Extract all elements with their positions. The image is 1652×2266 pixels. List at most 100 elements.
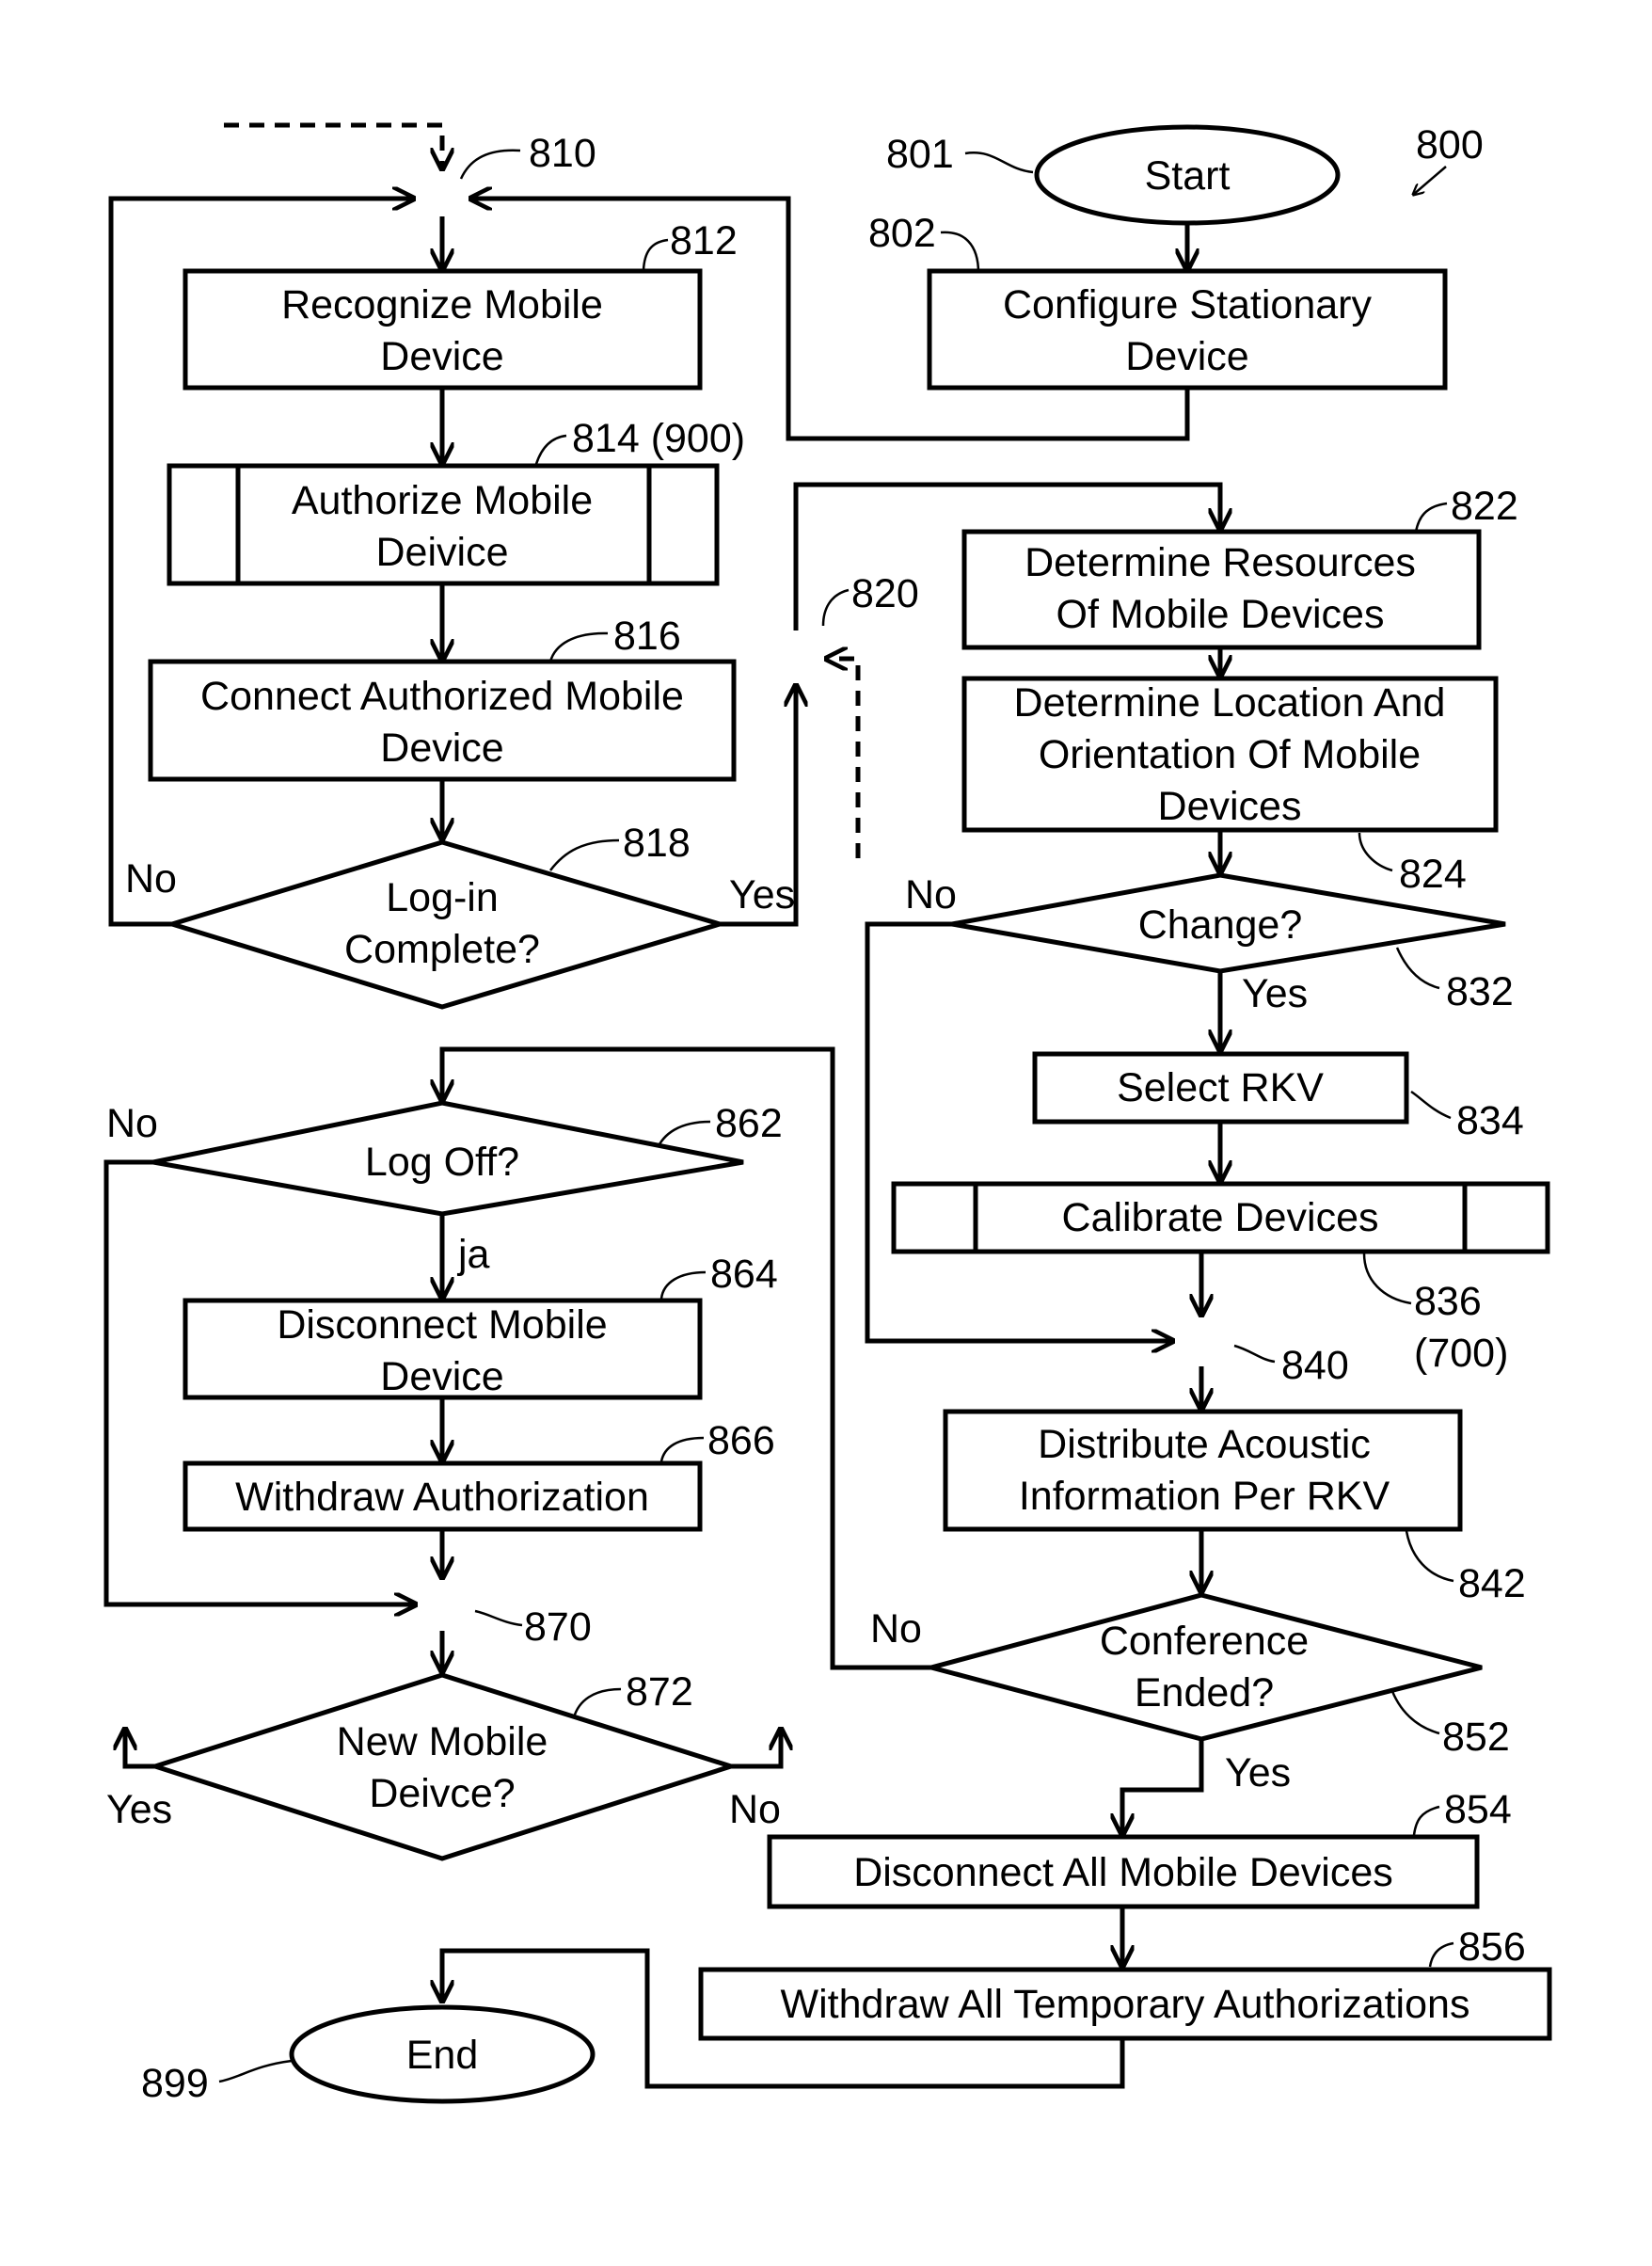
change-yes-label: Yes [1242,971,1308,1016]
ref-820: 820 [851,571,919,616]
conference-label-line-2: Ended? [1135,1670,1274,1715]
leader-872 [574,1689,621,1717]
leader-802 [941,232,978,273]
disconnect-all-label: Disconnect All Mobile Devices [853,1850,1393,1895]
leader-832 [1397,948,1439,988]
conference-yes-label: Yes [1225,1750,1291,1795]
leader-822 [1416,503,1447,532]
end-label: End [406,2033,479,2078]
calibrate-label: Calibrate Devices [1062,1195,1379,1240]
connector-dashed-into-820 [826,659,858,858]
start-label: Start [1145,153,1231,199]
authorize-label-line-2: Deivice [376,530,509,575]
leader-840 [1234,1346,1275,1362]
location-label-line-1: Determine Location And [1014,680,1446,726]
ref-836: 836 [1414,1279,1482,1324]
location-label-line-2: Orientation Of Mobile [1039,732,1421,777]
ref-866: 866 [707,1418,775,1463]
ref-864: 864 [710,1252,778,1297]
leader-814 [536,436,566,464]
ref-834: 834 [1456,1098,1524,1143]
leader-852 [1390,1686,1439,1733]
configure-label-line-2: Device [1125,334,1248,379]
ref-802: 802 [868,211,936,256]
connect-label-line-1: Connect Authorized Mobile [200,674,684,719]
leader-801 [965,152,1033,172]
leader-899 [219,2061,292,2082]
change-no-label: No [905,872,957,918]
distribute-label-line-2: Information Per RKV [1019,1474,1390,1519]
conference-decision [931,1595,1482,1739]
ref-899: 899 [141,2061,209,2106]
leader-810 [461,151,520,179]
leader-854 [1414,1807,1439,1835]
ref-854: 854 [1444,1787,1512,1832]
distribute-label-line-1: Distribute Acoustic [1038,1422,1371,1467]
connector-new-device-no [731,1729,781,1766]
disconnect-label-line-1: Disconnect Mobile [277,1302,607,1348]
logoff-no-label: No [106,1101,158,1146]
login-label-line-1: Log-in [386,875,499,920]
ref-852: 852 [1442,1715,1510,1760]
ref-810: 810 [529,131,596,176]
configure-label-line-1: Configure Stationary [1003,282,1372,327]
leader-870 [475,1611,522,1625]
ref-856: 856 [1458,1924,1526,1970]
leader-864 [661,1272,706,1299]
leader-818 [550,840,619,870]
new-device-yes-label: Yes [106,1787,172,1832]
ref-812: 812 [670,218,738,263]
change-label: Change? [1138,902,1303,948]
new-device-no-label: No [729,1787,781,1832]
ref-816: 816 [613,614,681,659]
ref-800: 800 [1416,122,1484,168]
ref-842: 842 [1458,1561,1526,1606]
connector-dashed-into-810 [224,125,442,169]
new-device-label-line-1: New Mobile [337,1719,548,1764]
ref-872: 872 [626,1669,693,1715]
login-label-line-2: Complete? [344,927,540,972]
rkv-label: Select RKV [1117,1065,1324,1110]
leader-812 [643,240,668,270]
recognize-label-line-1: Recognize Mobile [281,282,603,327]
conference-no-label: No [870,1606,922,1652]
leader-820 [823,590,849,626]
disconnect-label-line-2: Device [380,1354,503,1399]
leader-816 [550,633,608,662]
login-decision [172,842,720,1007]
leader-800 [1413,167,1446,195]
ref-862: 862 [715,1101,783,1146]
withdraw-all-label: Withdraw All Temporary Authorizations [781,1982,1470,2027]
leader-842 [1406,1531,1453,1581]
connector-new-device-yes [125,1729,155,1766]
ref-814: 814 (900) [572,416,745,461]
conference-label-line-1: Conference [1100,1619,1309,1664]
shapes [151,127,1549,2101]
login-no-label: No [125,856,177,902]
withdraw-label: Withdraw Authorization [235,1475,649,1520]
ref-832: 832 [1446,969,1514,1014]
connect-label-line-2: Device [380,726,503,771]
leader-856 [1430,1943,1453,1967]
leader-836 [1364,1253,1411,1303]
leader-834 [1411,1092,1451,1118]
ref-870: 870 [524,1604,592,1650]
ref-801: 801 [886,132,954,177]
authorize-label-line-1: Authorize Mobile [292,478,593,523]
recognize-label-line-2: Device [380,334,503,379]
location-label-line-3: Devices [1158,784,1302,829]
connector-conference-yes [1122,1739,1201,1835]
login-yes-label: Yes [729,872,795,918]
ref-840: 840 [1281,1343,1349,1388]
leader-824 [1359,833,1392,870]
logoff-label: Log Off? [365,1140,519,1185]
new-device-label-line-2: Deivce? [369,1771,515,1816]
resources-label-line-1: Determine Resources [1025,540,1416,585]
ref-818: 818 [623,821,691,866]
connector-change-no [867,924,1173,1341]
ref-836-700: (700) [1414,1331,1508,1376]
ref-824: 824 [1399,852,1467,897]
resources-label-line-2: Of Mobile Devices [1056,592,1385,637]
logoff-yes-label: ja [456,1232,490,1277]
